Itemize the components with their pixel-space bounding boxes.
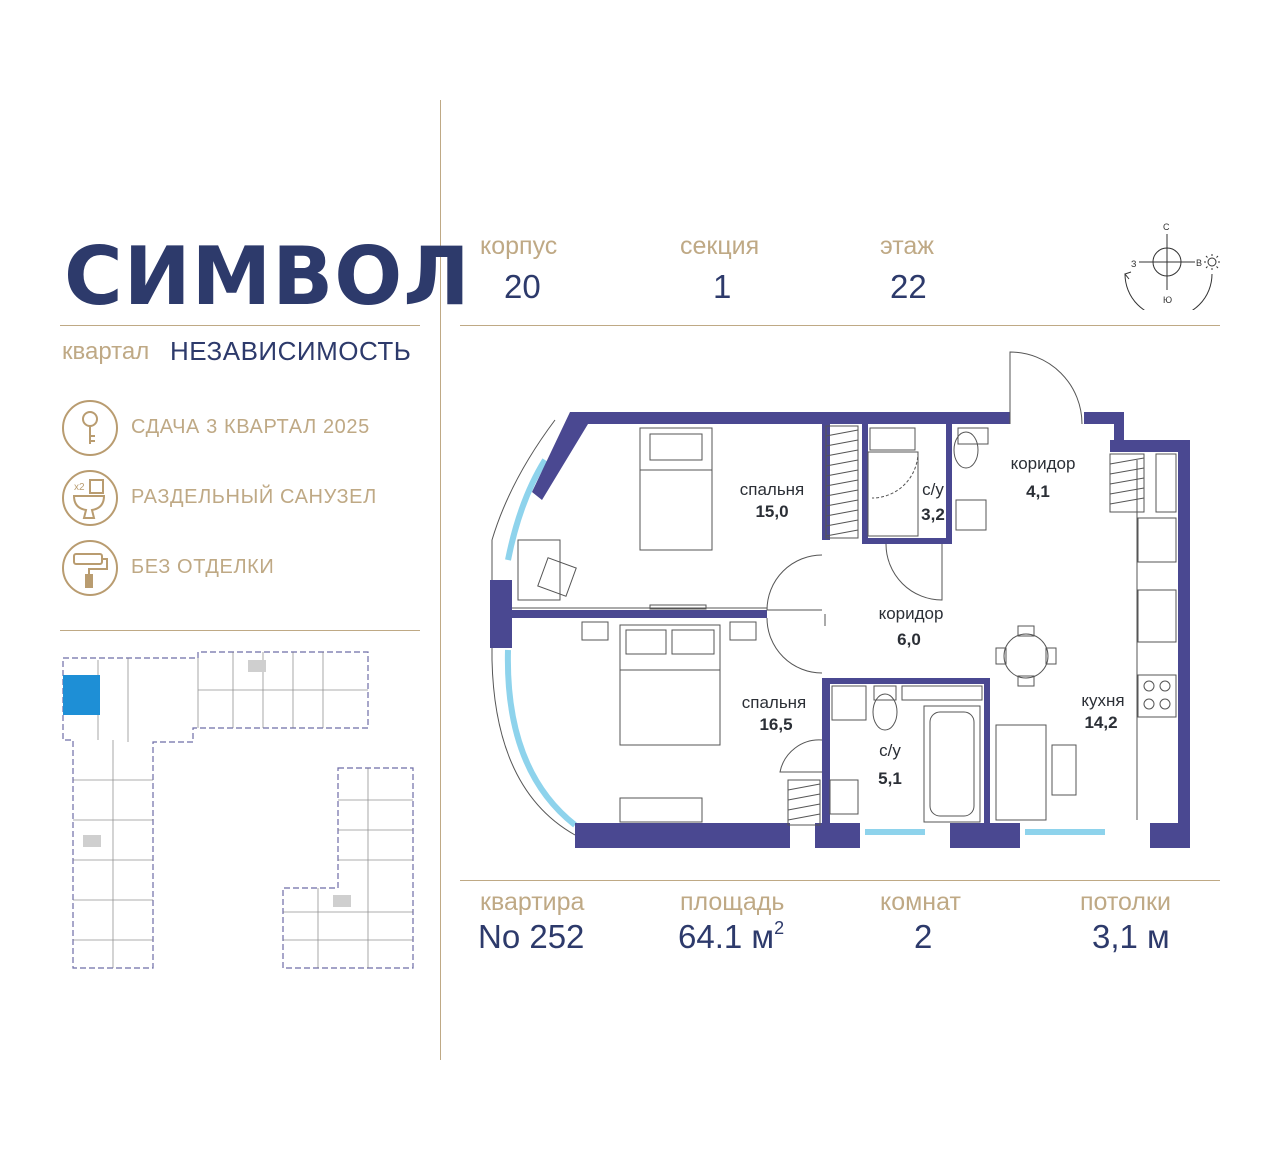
compass: С Ю З В (1120, 222, 1220, 318)
key-icon (62, 400, 118, 456)
apartment-highlight (63, 675, 100, 715)
room-name-bedroom1: спальня (739, 480, 805, 499)
room-name-kitchen: кухня (1081, 691, 1125, 710)
floor-label: этаж (880, 232, 935, 260)
door-wc1 (885, 543, 943, 601)
apartment-label: квартира (480, 888, 585, 916)
room-area-wc2: 5,1 (878, 769, 902, 788)
rooms-label: комнат (880, 888, 961, 916)
room-area-corridor2: 6,0 (897, 630, 921, 649)
door-bedroom1 (766, 554, 823, 611)
room-area-kitchen: 14,2 (1084, 713, 1118, 732)
toilet-icon: x2 (62, 470, 118, 526)
room-area-bedroom1: 15,0 (755, 502, 789, 521)
feature-bathroom: РАЗДЕЛЬНЫЙ САНУЗЕЛ (131, 486, 377, 508)
brand-logo: СИМВОЛ (64, 230, 471, 323)
window (505, 458, 548, 561)
door-bedroom2 (766, 617, 823, 674)
district-name: НЕЗАВИСИМОСТЬ (170, 336, 412, 366)
room-area-wc1: 3,2 (921, 505, 945, 524)
building-label: корпус (480, 232, 558, 260)
feature-delivery: СДАЧА 3 КВАРТАЛ 2025 (131, 416, 370, 438)
sun-icon (1207, 257, 1217, 267)
district-prefix: квартал (62, 338, 150, 365)
window (504, 649, 577, 828)
site-plan (62, 651, 414, 969)
rooms-value: 2 (914, 918, 933, 955)
entrance-door (1009, 351, 1083, 425)
apartment-value: No 252 (478, 918, 585, 955)
door-wc2 (779, 739, 823, 773)
top-info-divider (460, 325, 1220, 326)
section-label: секция (680, 232, 760, 260)
ceilings-value: 3,1 м (1092, 918, 1170, 955)
room-area-corridor1: 4,1 (1026, 482, 1050, 501)
ceilings-label: потолки (1080, 888, 1171, 916)
toilet-badge: x2 (74, 482, 85, 493)
section-value: 1 (713, 268, 732, 305)
floor-value: 22 (890, 268, 927, 305)
area-value: 64.1 м2 (678, 918, 785, 955)
area-label: площадь (680, 888, 785, 916)
logo-divider (60, 325, 420, 326)
vertical-divider (440, 100, 441, 1060)
room-area-bedroom2: 16,5 (759, 715, 793, 734)
room-name-corridor2: коридор (878, 604, 944, 623)
room-name-wc1: с/у (922, 480, 944, 499)
feature-finish: БЕЗ ОТДЕЛКИ (131, 556, 275, 578)
room-name-bedroom2: спальня (741, 693, 807, 712)
features-divider (60, 630, 420, 631)
room-name-corridor1: коридор (1010, 454, 1076, 473)
paint-roller-icon (62, 540, 118, 596)
floor-plan (490, 351, 1190, 848)
bottom-info-divider (460, 880, 1220, 881)
building-value: 20 (504, 268, 541, 305)
room-name-wc2: с/у (879, 741, 901, 760)
